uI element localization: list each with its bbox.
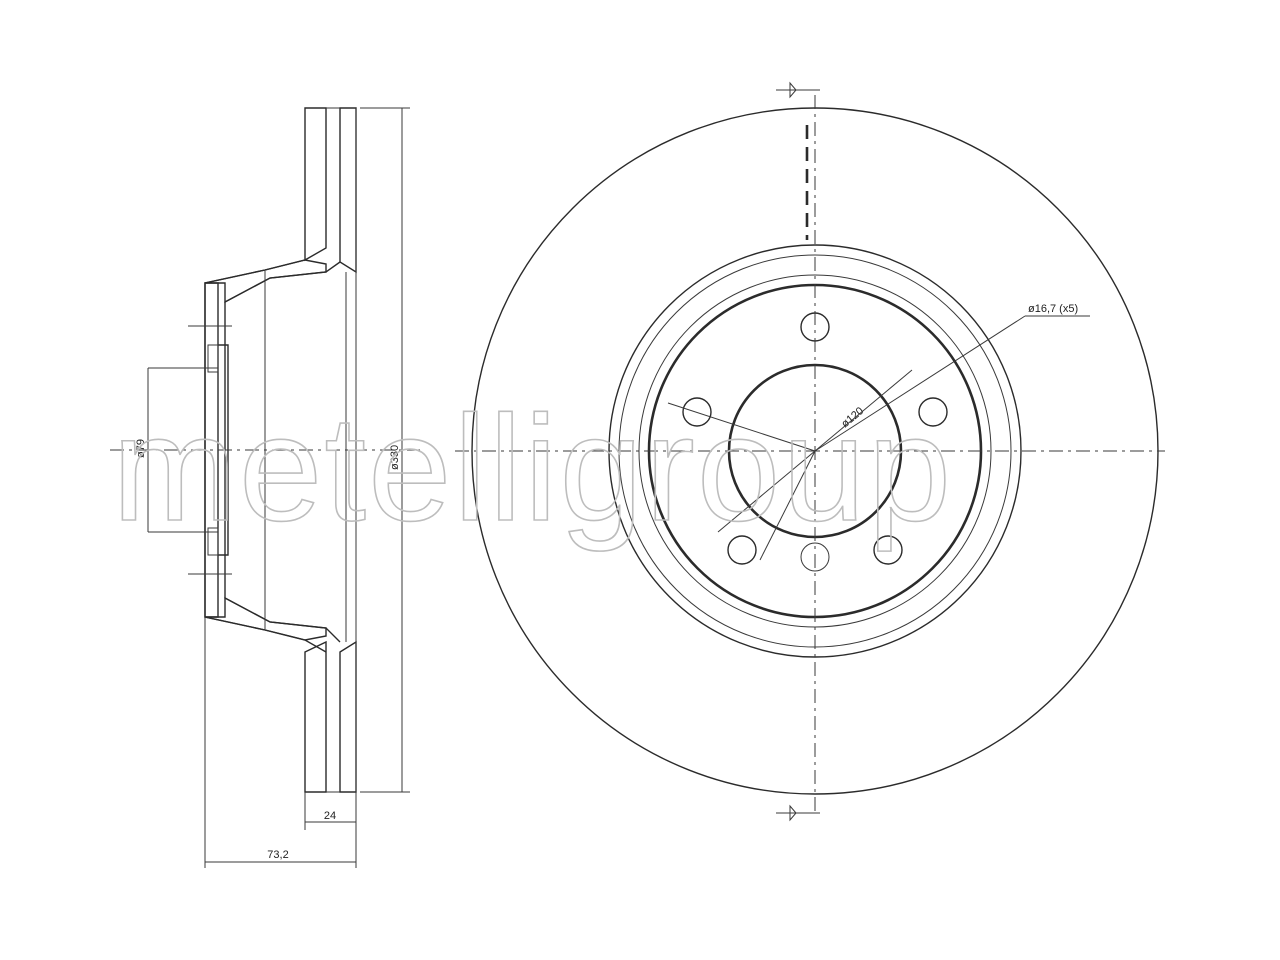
inner-cheek-lower — [339, 640, 357, 793]
side-section-view: ø79 ø330 24 73,2 — [110, 107, 420, 868]
outer-cheek-upper — [304, 107, 327, 262]
hub-bore-label: ø79 — [135, 439, 147, 458]
outer-cheek-lower — [304, 640, 327, 793]
hat-wall-lower — [204, 596, 327, 641]
watermark-logo: metelligroup — [112, 384, 953, 552]
total-height-label: 73,2 — [267, 849, 288, 861]
front-view: ø120 ø16,7 (x5) — [455, 81, 1165, 822]
inner-cheek-upper — [339, 107, 357, 274]
bolt-hole — [918, 397, 948, 427]
section-marker-top — [776, 81, 820, 99]
section-marker-bottom — [776, 804, 820, 822]
bolt-hole — [682, 397, 712, 427]
hat-flange-left — [204, 282, 219, 618]
bolt-hole — [873, 535, 903, 565]
outer-diameter-label: ø330 — [389, 445, 401, 470]
bolt-hole — [727, 535, 757, 565]
hat-wall-upper — [204, 259, 327, 304]
thickness-label: 24 — [324, 810, 336, 822]
bolt-hole-label: ø16,7 (x5) — [1028, 303, 1078, 315]
